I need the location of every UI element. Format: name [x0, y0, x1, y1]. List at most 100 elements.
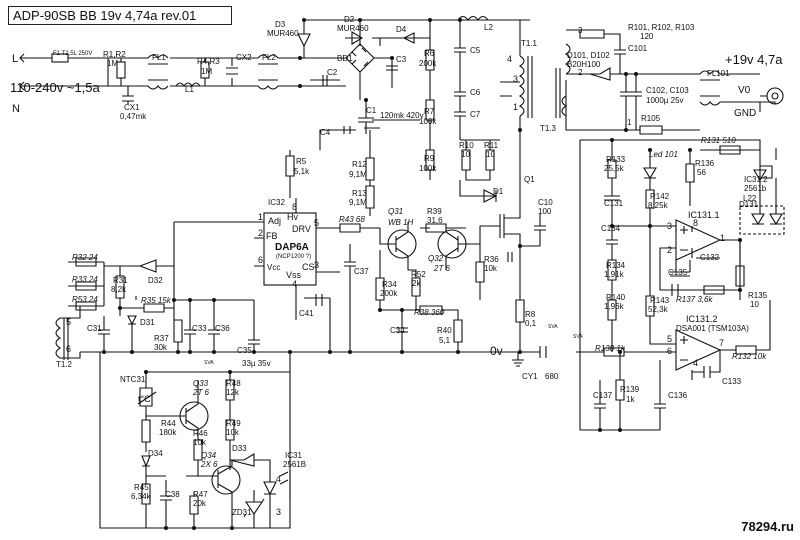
component-label: IC131.2	[686, 314, 718, 324]
component-label: D101, D102	[567, 51, 610, 60]
component-label: C5	[470, 46, 481, 55]
component-label: C4	[320, 128, 331, 137]
component-label: 7	[719, 338, 724, 348]
component-label: 52,3k	[648, 305, 669, 314]
component-label: 10	[461, 150, 470, 159]
component-label: 10k	[226, 428, 240, 437]
component-label: MUR460	[337, 24, 369, 33]
component-label: 3	[276, 507, 281, 517]
component-label: Q32	[428, 254, 444, 263]
component-label: D1	[493, 187, 504, 196]
component-label: R10	[459, 141, 474, 150]
component-label: Adj	[268, 216, 281, 226]
component-label: 2	[667, 245, 672, 255]
component-label: L1	[185, 85, 194, 94]
component-label: R143	[650, 296, 670, 305]
component-label: C35	[237, 346, 252, 355]
component-label: L22	[743, 194, 757, 203]
component-label: R34	[382, 280, 397, 289]
component-label: FL101	[707, 69, 730, 78]
component-label: R8	[525, 310, 536, 319]
component-label: L2	[484, 23, 493, 32]
component-label: 25,5k	[604, 164, 625, 173]
component-label: T1.1	[521, 39, 538, 48]
component-label: R5	[296, 157, 307, 166]
component-label: 1,96k	[604, 302, 625, 311]
component-label: 200k	[419, 59, 437, 68]
component-label: NTC31	[120, 375, 146, 384]
component-label: CX2	[236, 53, 252, 62]
component-label: R138 1k	[595, 344, 626, 353]
component-label: R135	[748, 291, 768, 300]
component-label: T1.3	[540, 124, 557, 133]
component-label: CY1	[522, 372, 538, 381]
neutral-label: N	[12, 103, 20, 115]
component-label: 120	[640, 32, 654, 41]
component-label: 2561b	[744, 184, 767, 193]
component-label: D3	[275, 20, 286, 29]
component-label: R49	[226, 419, 241, 428]
component-label: 2561B	[283, 460, 306, 469]
component-label: B20H100	[567, 60, 601, 69]
component-label: C10	[538, 198, 553, 207]
component-label: R131 510	[701, 136, 736, 145]
component-label: 8,2k	[111, 285, 127, 294]
component-label: C41	[299, 309, 314, 318]
component-label: SVA	[548, 324, 558, 330]
component-label: 10	[750, 300, 759, 309]
component-label: F1 T2,5L 250V	[53, 51, 92, 57]
component-label: R105	[641, 114, 661, 123]
component-label: IC131.1	[688, 210, 720, 220]
component-label: C133	[722, 377, 742, 386]
component-label: 100k	[419, 164, 437, 173]
component-label: 2	[578, 68, 583, 77]
component-label: R7	[424, 107, 435, 116]
component-label: C1	[366, 106, 377, 115]
component-label: Vss	[286, 270, 302, 280]
component-label: 5	[66, 317, 71, 327]
component-label: R43 68	[339, 215, 365, 224]
component-label: MUR460	[267, 29, 299, 38]
watermark: 78294.ru	[741, 519, 794, 534]
component-label: D34	[148, 449, 163, 458]
component-label: IC32	[268, 198, 285, 207]
component-label: R11	[484, 141, 499, 150]
component-label: 3	[314, 260, 319, 270]
component-label: 1	[627, 118, 632, 127]
component-label: (NCP1200 ?)	[276, 254, 311, 260]
component-label: 4	[276, 474, 281, 484]
component-label: 8	[693, 218, 698, 228]
component-label: R132 10k	[732, 352, 767, 361]
component-label: D31	[140, 318, 155, 327]
component-label: 10k	[193, 438, 207, 447]
component-label: C37	[354, 267, 369, 276]
component-label: D4	[396, 25, 407, 34]
component-label: C7	[470, 110, 481, 119]
component-label: 1M	[201, 67, 212, 76]
component-label: R32 24	[72, 253, 98, 262]
component-label: R31	[113, 276, 128, 285]
component-label: R6	[424, 49, 435, 58]
component-label: C38	[165, 490, 180, 499]
component-label: BD1	[337, 54, 353, 63]
component-label: C101	[628, 44, 648, 53]
component-label: D32	[148, 276, 163, 285]
component-label: C137	[593, 391, 613, 400]
component-label: 4	[693, 358, 698, 368]
component-label: 3	[578, 26, 583, 35]
component-label: 1	[258, 212, 263, 222]
component-label: 2X 6	[200, 460, 218, 469]
gnd-label: GND	[734, 108, 756, 119]
component-label: R35 15k	[141, 296, 172, 305]
component-label: R47	[193, 490, 208, 499]
component-label: 12k	[226, 388, 240, 397]
component-label: 1,91k	[604, 270, 625, 279]
component-label: ZD31	[232, 508, 252, 517]
component-label: R137 3,6k	[676, 295, 713, 304]
component-label: 5	[314, 218, 319, 228]
component-label: R9	[424, 154, 435, 163]
component-label: R1,R2	[103, 50, 126, 59]
component-label: C3	[396, 55, 407, 64]
component-label: t°C	[138, 394, 151, 404]
